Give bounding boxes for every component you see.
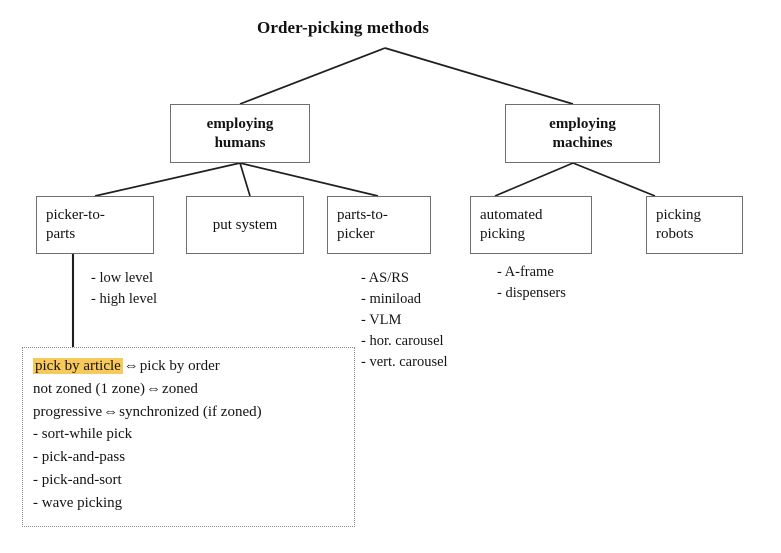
list-item: - sort-while pick: [33, 426, 133, 443]
list-item: - miniload: [361, 291, 422, 308]
node-employing-machines[interactable]: employing machines: [505, 104, 660, 163]
detail-row-zoning: not zoned (1 zone)⇔zoned: [33, 378, 344, 401]
double-arrow-icon: ⇔: [103, 403, 119, 420]
detail-row-progressive-right: synchronized (if zoned): [119, 403, 262, 420]
node-picking-robots-label: picking robots: [656, 207, 701, 242]
detail-row-zoning-left: not zoned (1 zone): [33, 380, 146, 397]
node-employing-humans[interactable]: employing humans: [170, 104, 310, 163]
list-item: - hor. carousel: [361, 333, 444, 350]
detail-row-progressive-left: progressive: [33, 403, 103, 420]
double-arrow-icon: ⇔: [146, 380, 162, 397]
node-parts-to-picker[interactable]: parts-to- picker: [327, 196, 431, 254]
list-item: - vert. carousel: [361, 354, 448, 371]
edge-machines-to-picking-robots: [572, 162, 656, 197]
edge-humans-to-parts-to-picker: [239, 162, 379, 197]
highlighted-term-pick-by-article[interactable]: pick by article: [33, 358, 123, 374]
list-item: - A-frame: [497, 264, 554, 280]
edge-title-to-machines: [384, 47, 574, 105]
list-item: - pick-and-pass: [33, 449, 126, 466]
list-item: - wave picking: [33, 494, 123, 511]
list-picker-to-parts: - low level - high level: [91, 268, 157, 310]
edge-machines-to-automated-picking: [494, 162, 574, 197]
list-item: - VLM: [361, 312, 402, 329]
edge-humans-to-picker-to-parts: [94, 162, 241, 197]
list-item: - dispensers: [497, 285, 566, 302]
node-automated-picking-label: automated picking: [480, 207, 543, 242]
list-item: - low level: [91, 270, 154, 286]
node-employing-machines-label: employing machines: [549, 115, 616, 151]
page-title: Order-picking methods: [257, 18, 429, 37]
node-picking-robots[interactable]: picking robots: [646, 196, 743, 254]
detail-row-pick-by-rest: pick by order: [139, 358, 220, 374]
list-automated-picking: - A-frame - dispensers: [497, 262, 566, 304]
node-employing-humans-label: employing humans: [206, 115, 274, 151]
node-put-system-label: put system: [212, 216, 278, 233]
list-item: - AS/RS: [361, 270, 409, 286]
double-arrow-icon: ⇔: [123, 358, 139, 374]
list-item: - pick-and-sort: [33, 471, 122, 488]
edge-humans-to-put-system: [239, 162, 251, 197]
node-parts-to-picker-label: parts-to- picker: [337, 207, 388, 242]
node-picker-to-parts[interactable]: picker-to- parts: [36, 196, 154, 254]
edge-title-to-humans: [239, 47, 386, 105]
node-picker-to-parts-label: picker-to- parts: [46, 207, 105, 242]
list-parts-to-picker: - AS/RS - miniload - VLM - hor. carousel…: [361, 268, 448, 373]
detail-row-zoning-right: zoned: [162, 380, 198, 397]
node-put-system[interactable]: put system: [186, 196, 304, 254]
list-item: - high level: [91, 291, 158, 308]
detail-box-picker-to-parts: pick by article⇔pick by order not zoned …: [22, 347, 355, 527]
detail-row-progressive: progressive⇔synchronized (if zoned): [33, 401, 344, 424]
detail-row-pick-by: pick by article⇔pick by order: [33, 355, 344, 378]
node-automated-picking[interactable]: automated picking: [470, 196, 592, 254]
